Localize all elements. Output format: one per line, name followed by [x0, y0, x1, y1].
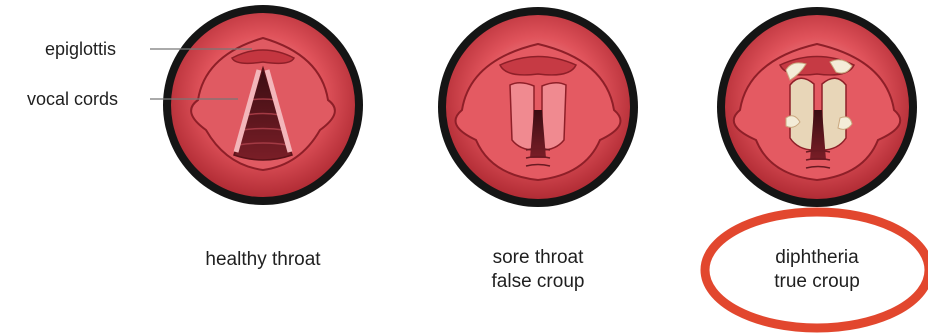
epiglottis-label: epiglottis	[45, 38, 116, 60]
caption-line1: healthy throat	[205, 249, 320, 270]
diphtheria-illustration	[717, 7, 917, 207]
healthy-throat-caption: healthy throat	[183, 248, 343, 272]
sore-throat-caption: sore throat false croup	[463, 246, 613, 294]
caption-line2: false croup	[463, 270, 613, 294]
sore-throat-illustration	[438, 7, 638, 207]
vocal-cords-label: vocal cords	[27, 88, 118, 110]
caption-line1: diphtheria	[742, 246, 892, 270]
caption-line1: sore throat	[463, 246, 613, 270]
diphtheria-caption: diphtheria true croup	[742, 246, 892, 294]
caption-line2: true croup	[742, 270, 892, 294]
healthy-throat-illustration	[163, 5, 363, 205]
